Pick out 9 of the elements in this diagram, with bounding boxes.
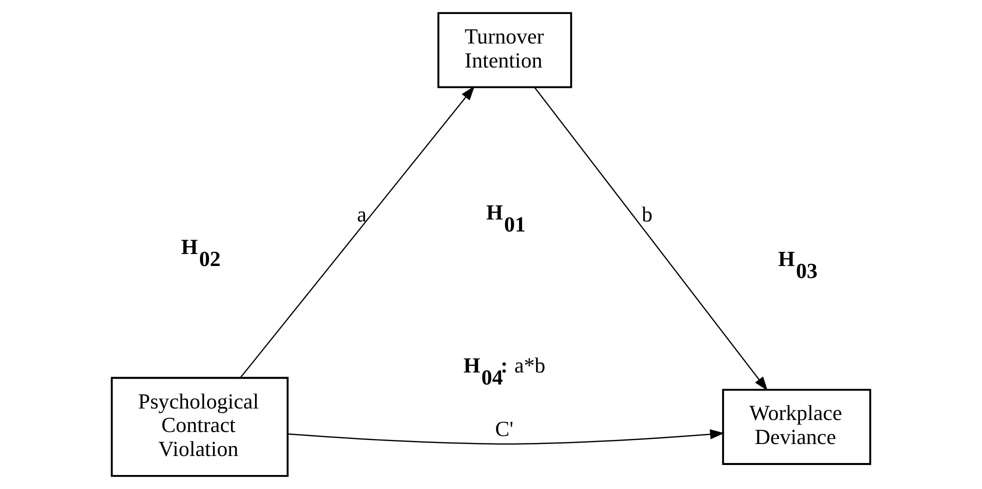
edge-label: C' [495, 416, 514, 441]
node-box: Psychological Contract Violation [110, 376, 289, 477]
node-box: Turnover Intention [437, 12, 572, 88]
edge-label: a [357, 202, 367, 227]
arrow [288, 429, 724, 445]
edge-label: b [642, 202, 652, 227]
node-box: Workplace Deviance [722, 388, 872, 465]
arrow [534, 86, 768, 391]
arrow [240, 86, 475, 378]
